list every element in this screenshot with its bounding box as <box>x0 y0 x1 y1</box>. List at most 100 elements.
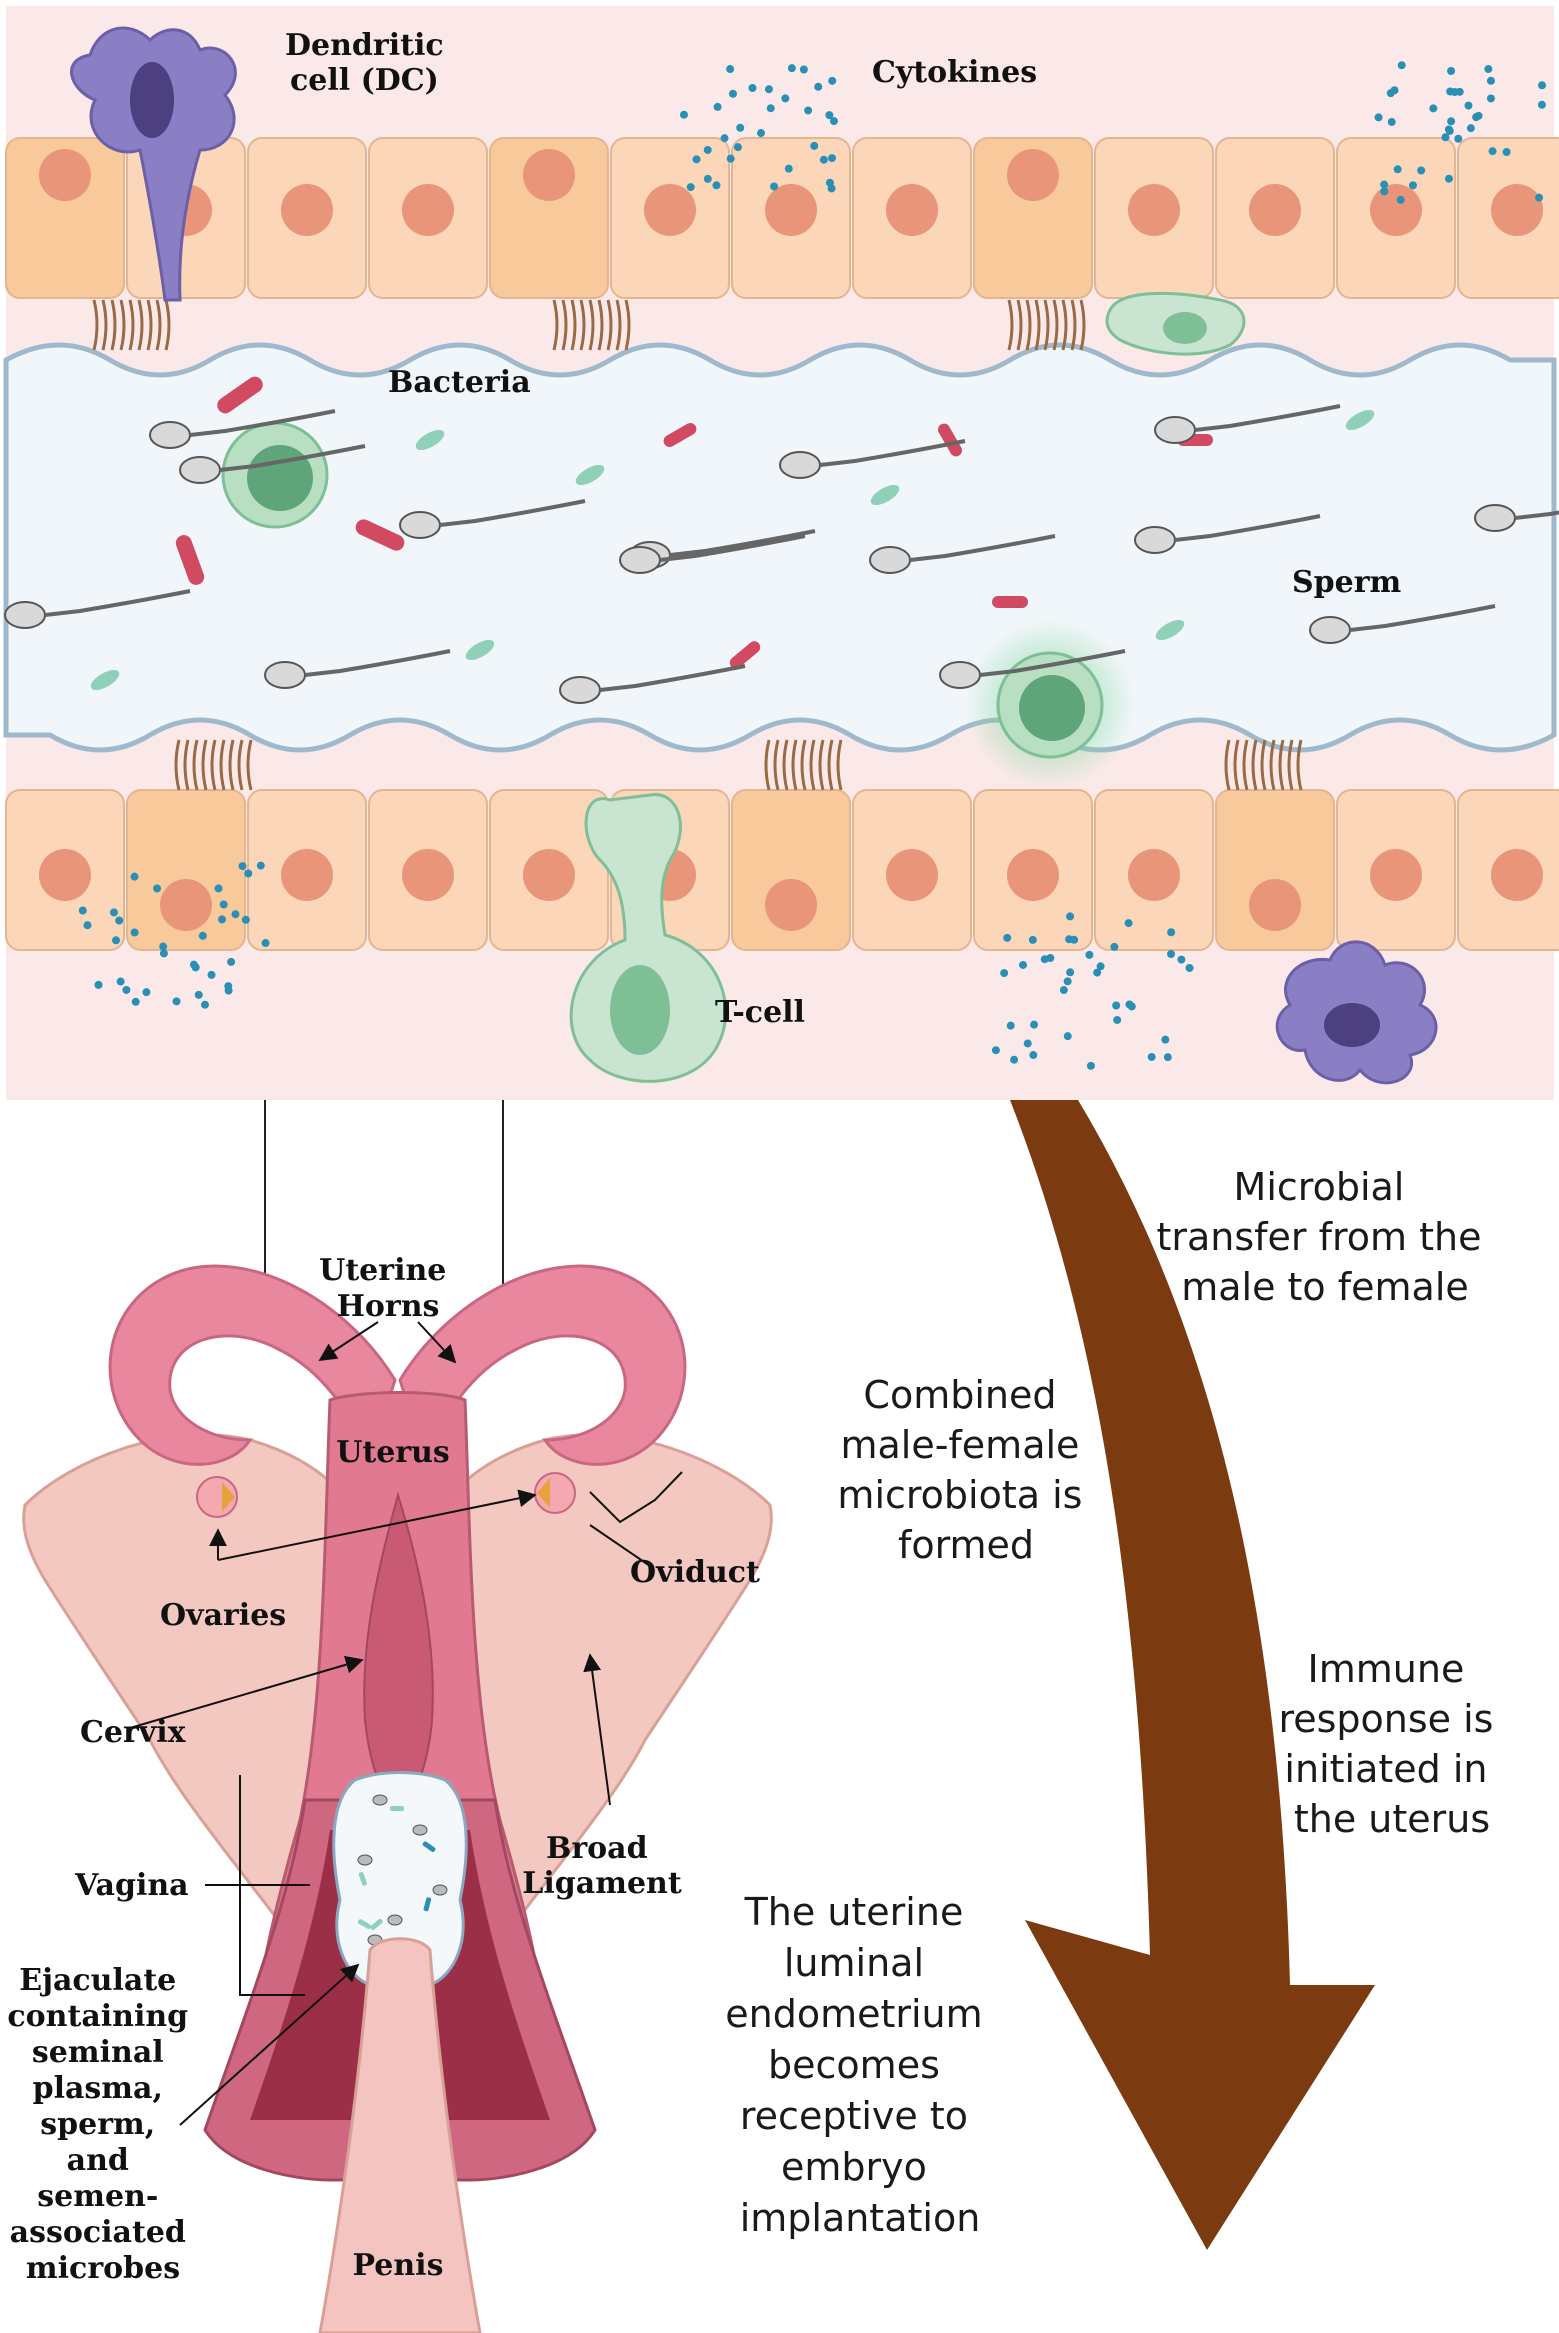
cytokine <box>1429 104 1438 113</box>
nucleus <box>1007 149 1059 201</box>
cilium <box>146 299 153 351</box>
sperm-group <box>4 404 1559 704</box>
cytokine <box>827 184 836 193</box>
cytokine <box>1059 986 1068 995</box>
cytokine <box>692 155 701 164</box>
sperm-head <box>1134 526 1176 554</box>
cilium <box>579 299 586 351</box>
sperm-head <box>264 661 306 689</box>
sperm-tail <box>1514 510 1559 520</box>
ovary-right <box>534 1472 576 1514</box>
cytokine <box>256 861 265 870</box>
cytokine <box>1444 125 1453 134</box>
cytokine <box>241 915 250 924</box>
sperm-tail <box>1174 514 1321 542</box>
nucleus <box>1491 849 1543 901</box>
cytokine <box>153 884 162 893</box>
cytokine <box>712 181 721 190</box>
cytokine <box>1167 949 1176 958</box>
cytokine <box>726 65 735 74</box>
nucleus <box>1007 849 1059 901</box>
cytokine <box>159 949 168 958</box>
cytokine <box>1466 124 1475 133</box>
cilium <box>1224 739 1231 791</box>
cilium <box>1296 739 1303 791</box>
nucleus <box>39 149 91 201</box>
cytokines-label: Cytokines <box>872 55 1037 90</box>
uterine-horn-right <box>398 1264 687 1466</box>
sperm-tail <box>304 649 451 677</box>
cilium <box>1233 739 1240 791</box>
cilium <box>183 739 190 791</box>
sperm-head <box>559 676 601 704</box>
ejaculate-sperm <box>412 1824 428 1836</box>
sperm-tail <box>599 664 746 692</box>
cytokine <box>111 936 120 945</box>
cytokine <box>756 129 765 138</box>
dendritic-cell-top <box>70 26 237 302</box>
sperm-tail <box>819 439 966 467</box>
cytokine <box>679 110 688 119</box>
ejaculate-microbe <box>357 1919 372 1930</box>
bacterium <box>355 519 405 551</box>
cytokine <box>810 141 819 150</box>
cytokine <box>728 89 737 98</box>
cytokine <box>703 174 712 183</box>
sperm-tail <box>219 444 366 472</box>
cytokine <box>1537 100 1546 109</box>
cytokine <box>1085 950 1094 959</box>
sperm-head <box>939 661 981 689</box>
cytokine <box>198 931 207 940</box>
cytokine <box>231 910 240 919</box>
cytokine <box>1110 942 1119 951</box>
cytokine <box>825 111 834 120</box>
uterus-label: Uterus <box>336 1435 450 1470</box>
cilium <box>782 739 789 791</box>
cilium <box>119 299 126 351</box>
cytokine <box>1454 134 1463 143</box>
cytokine <box>1066 912 1075 921</box>
sperm-tail <box>669 529 816 557</box>
cytokine <box>1397 61 1406 70</box>
sperm-head <box>149 421 191 449</box>
cytokine <box>1535 193 1544 202</box>
ovaries-label: Ovaries <box>160 1598 286 1633</box>
cytokine <box>219 900 228 909</box>
cilium <box>155 299 162 351</box>
cytokine <box>1484 65 1493 74</box>
sperm-head <box>1154 416 1196 444</box>
broad-ligament-label: Broad Ligament <box>522 1831 682 1901</box>
nucleus <box>160 879 212 931</box>
cilium <box>219 739 226 791</box>
sperm-head <box>179 456 221 484</box>
cytokine <box>1447 66 1456 75</box>
cilium <box>773 739 780 791</box>
cilium <box>210 739 217 791</box>
cytokine <box>172 997 181 1006</box>
nucleus <box>765 879 817 931</box>
cytokine <box>244 869 253 878</box>
ejaculate-microbe <box>423 1897 432 1912</box>
cytokine <box>770 182 779 191</box>
cilium <box>1016 299 1023 351</box>
cytokine <box>1063 1032 1072 1041</box>
cilium <box>1052 299 1059 351</box>
cilium <box>201 739 208 791</box>
bacteria-group <box>90 376 1375 691</box>
cytokine <box>1387 117 1396 126</box>
cytokine <box>130 872 139 881</box>
nucleus <box>1491 184 1543 236</box>
cytokine <box>784 164 793 173</box>
anatomy-labels: Uterine Horns Uterus Oviduct Ovaries Cer… <box>7 1253 760 2286</box>
cilium <box>791 739 798 791</box>
penis <box>318 1937 482 2333</box>
bacterium <box>729 641 761 669</box>
step-microbial-transfer: Microbial transfer from the male to fema… <box>1156 1165 1493 1309</box>
sperm-tail <box>439 499 586 527</box>
cilium <box>624 299 631 351</box>
ejaculate-microbe <box>390 1806 404 1811</box>
cytokine <box>1066 968 1075 977</box>
t-cell-migrating <box>569 793 728 1083</box>
upper-epithelium <box>5 137 1559 299</box>
epithelial-cell <box>5 137 125 299</box>
